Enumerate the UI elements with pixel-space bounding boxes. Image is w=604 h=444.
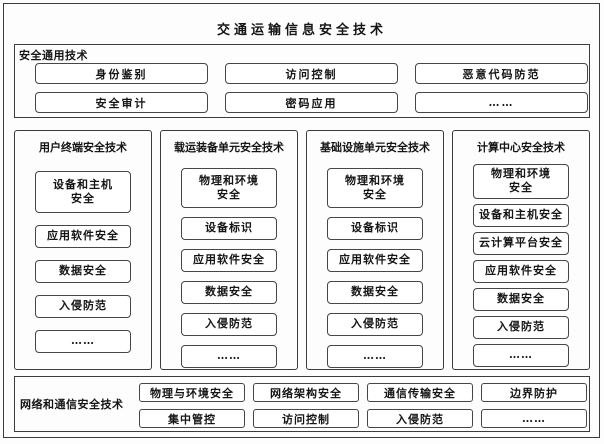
- column-title: 基础设施单元安全技术: [320, 141, 430, 154]
- node-access-control: 访问控制: [253, 409, 359, 428]
- node-identity-authentication: 身份鉴别: [35, 63, 208, 84]
- general-section-label: 安全通用技术: [19, 49, 88, 62]
- node-ellipsis: ……: [181, 345, 277, 368]
- column-items: 物理和环境 安全 设备标识 应用软件安全 数据安全 入侵防范 ……: [327, 168, 423, 368]
- column-title: 载运装备单元安全技术: [174, 141, 284, 154]
- node-app-software-security: 应用软件安全: [327, 249, 423, 272]
- node-intrusion-prevention: 入侵防范: [181, 313, 277, 336]
- general-row-1: 身份鉴别 访问控制 恶意代码防范: [35, 63, 588, 84]
- column-items: 物理和环境 安全 设备标识 应用软件安全 数据安全 入侵防范 ……: [181, 168, 277, 368]
- network-row-1: 物理与环境安全 网络架构安全 通信传输安全 边界防护: [139, 383, 587, 402]
- network-security-section: 网络和通信安全技术 物理与环境安全 网络架构安全 通信传输安全 边界防护 集中管…: [14, 376, 590, 432]
- node-network-architecture-security: 网络架构安全: [253, 383, 359, 402]
- node-data-security: 数据安全: [327, 281, 423, 304]
- node-ellipsis: ……: [481, 409, 587, 428]
- column-title: 用户终端安全技术: [39, 141, 127, 154]
- node-app-software-security: 应用软件安全: [473, 259, 569, 283]
- node-centralized-control: 集中管控: [139, 409, 245, 428]
- node-physical-env-security: 物理和环境 安全: [181, 168, 277, 208]
- node-physical-env-security: 物理和环境 安全: [473, 164, 569, 199]
- column-infrastructure-unit: 基础设施单元安全技术 物理和环境 安全 设备标识 应用软件安全 数据安全 入侵防…: [306, 130, 444, 370]
- node-data-security: 数据安全: [181, 281, 277, 304]
- node-communication-transmission-security: 通信传输安全: [367, 383, 473, 402]
- column-title: 计算中心安全技术: [477, 141, 565, 154]
- outer-frame: [3, 3, 600, 438]
- node-ellipsis: ……: [35, 330, 131, 353]
- node-intrusion-prevention: 入侵防范: [327, 313, 423, 336]
- column-carrier-equipment-unit: 载运装备单元安全技术 物理和环境 安全 设备标识 应用软件安全 数据安全 入侵防…: [160, 130, 298, 370]
- general-row-2: 安全审计 密码应用 ……: [35, 92, 588, 113]
- diagram-title: 交通运输信息安全技术: [216, 23, 387, 38]
- column-items: 设备和主机 安全 应用软件安全 数据安全 入侵防范 ……: [35, 171, 131, 353]
- domain-columns: 用户终端安全技术 设备和主机 安全 应用软件安全 数据安全 入侵防范 …… 载运…: [14, 130, 590, 370]
- node-physical-env-security: 物理与环境安全: [139, 383, 245, 402]
- node-boundary-protection: 边界防护: [481, 383, 587, 402]
- network-row-2: 集中管控 访问控制 入侵防范 ……: [139, 409, 587, 428]
- node-data-security: 数据安全: [35, 260, 131, 283]
- network-section-grid: 物理与环境安全 网络架构安全 通信传输安全 边界防护 集中管控 访问控制 入侵防…: [139, 383, 587, 435]
- network-section-label: 网络和通信安全技术: [20, 398, 124, 411]
- node-security-audit: 安全审计: [35, 92, 208, 113]
- node-password-application: 密码应用: [225, 92, 398, 113]
- node-physical-env-security: 物理和环境 安全: [327, 168, 423, 208]
- general-section-grid: 身份鉴别 访问控制 恶意代码防范 安全审计 密码应用 ……: [35, 63, 588, 121]
- node-intrusion-prevention: 入侵防范: [35, 295, 131, 318]
- node-device-identification: 设备标识: [181, 217, 277, 240]
- node-cloud-platform-security: 云计算平台安全: [473, 231, 569, 255]
- column-user-terminal: 用户终端安全技术 设备和主机 安全 应用软件安全 数据安全 入侵防范 ……: [14, 130, 152, 370]
- column-computing-center: 计算中心安全技术 物理和环境 安全 设备和主机安全 云计算平台安全 应用软件安全…: [452, 130, 590, 370]
- node-ellipsis: ……: [415, 92, 588, 113]
- node-intrusion-prevention: 入侵防范: [367, 409, 473, 428]
- general-security-section: 安全通用技术 身份鉴别 访问控制 恶意代码防范 安全审计 密码应用 ……: [14, 44, 590, 118]
- node-device-identification: 设备标识: [327, 217, 423, 240]
- node-access-control: 访问控制: [225, 63, 398, 84]
- node-device-host-security: 设备和主机 安全: [35, 171, 131, 213]
- node-malicious-code-prevention: 恶意代码防范: [415, 63, 588, 84]
- node-ellipsis: ……: [473, 343, 569, 367]
- node-app-software-security: 应用软件安全: [181, 249, 277, 272]
- node-intrusion-prevention: 入侵防范: [473, 315, 569, 339]
- node-ellipsis: ……: [327, 345, 423, 368]
- column-items: 物理和环境 安全 设备和主机安全 云计算平台安全 应用软件安全 数据安全 入侵防…: [473, 164, 569, 367]
- node-data-security: 数据安全: [473, 287, 569, 311]
- node-app-software-security: 应用软件安全: [35, 225, 131, 248]
- node-device-host-security: 设备和主机安全: [473, 203, 569, 227]
